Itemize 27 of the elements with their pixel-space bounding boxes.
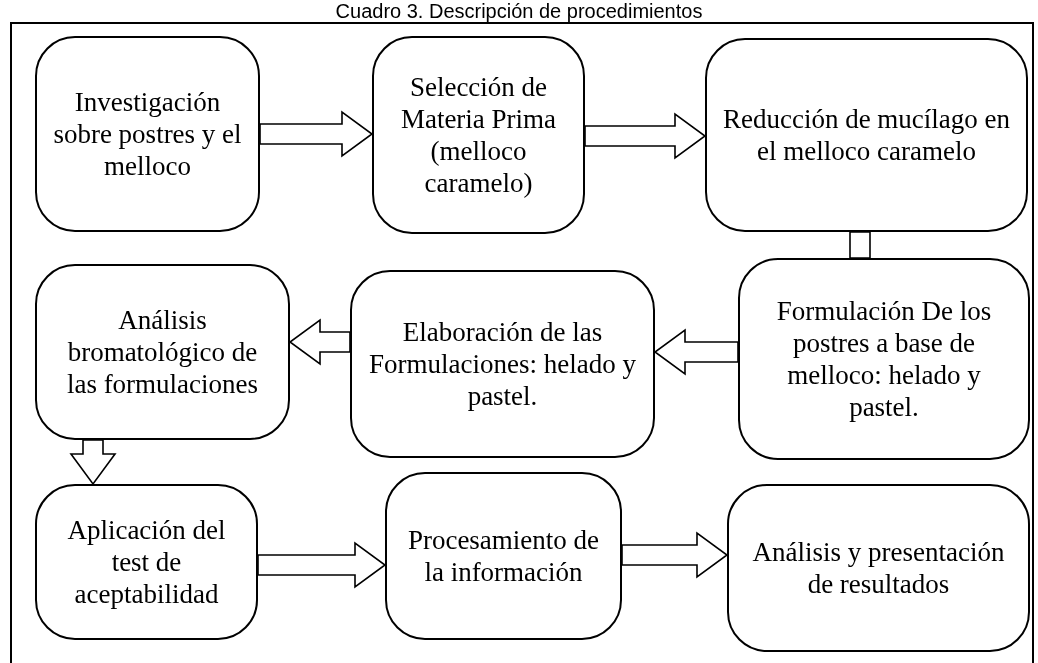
- block-arrow: [257, 541, 387, 589]
- process-box: [372, 36, 585, 234]
- process-box: [35, 36, 260, 232]
- process-box: [350, 270, 655, 458]
- block-arrow: [584, 112, 707, 160]
- process-box: [705, 38, 1028, 232]
- block-arrow: [621, 531, 729, 579]
- process-text: Aplicación del test de aceptabilidad: [66, 514, 227, 610]
- process-text: Selección de Materia Prima (melloco caramelo): [399, 71, 558, 199]
- title: Cuadro 3. Descripción de procedimientos: [334, 0, 704, 22]
- block-arrow: [288, 318, 351, 366]
- process-text: Análisis bromatológico de las formulaciones: [65, 304, 260, 400]
- process-box: [738, 258, 1030, 460]
- process-box: [35, 264, 290, 440]
- connector: [849, 231, 871, 259]
- block-arrow: [259, 110, 374, 158]
- process-box: [35, 484, 258, 640]
- process-text: Formulación De los postres a base de melloco: helado y pastel.: [775, 295, 993, 423]
- process-text: Procesamiento de la información: [406, 524, 601, 588]
- process-box: [727, 484, 1030, 652]
- process-box: [385, 472, 622, 640]
- process-text: Elaboración de las Formulaciones: helado y pastel.: [368, 316, 637, 412]
- block-arrow: [653, 328, 739, 376]
- process-text: Reducción de mucílago en el melloco caramelo: [721, 103, 1012, 167]
- process-text: Análisis y presentación de resultados: [751, 536, 1006, 600]
- process-text: Investigación sobre postres y el melloco: [52, 86, 243, 182]
- block-arrow: [69, 439, 117, 486]
